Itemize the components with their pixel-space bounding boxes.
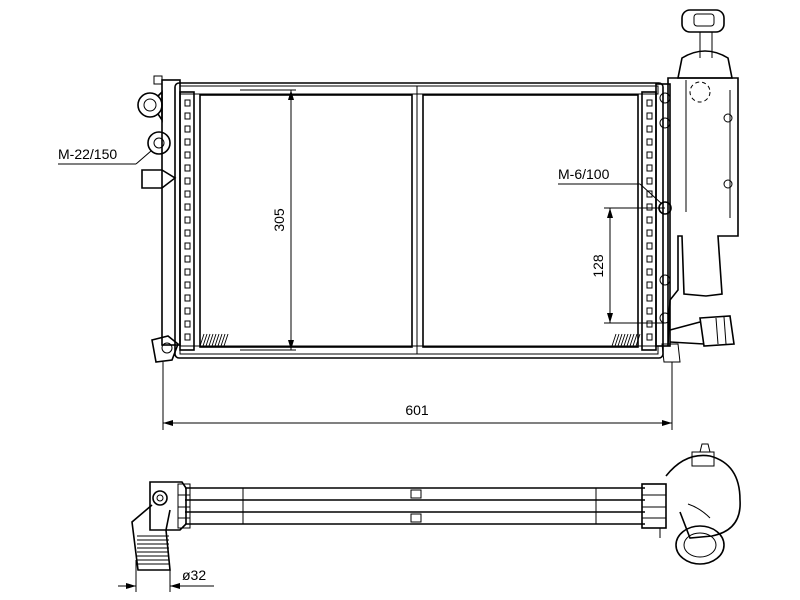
dimension-pipe-diameter: ø32 — [118, 560, 214, 592]
tank-slot — [184, 307, 191, 315]
tank-slot — [184, 294, 191, 302]
tank-slot — [646, 125, 653, 133]
hatch-line — [635, 333, 641, 347]
top-view-lower-outlet — [675, 525, 725, 565]
dimension-bracket-spacing: 128 — [590, 207, 665, 324]
threaded-plug-m22 — [147, 131, 171, 155]
lower-left-mount — [151, 335, 179, 363]
tank-slot — [184, 333, 191, 341]
right-tank-outer — [655, 83, 671, 347]
outlet-pipe-rings — [137, 535, 169, 565]
right-tank-slots — [646, 99, 653, 341]
filler-cap — [681, 9, 725, 33]
pipe-diameter-label: ø32 — [182, 567, 206, 583]
thread-right-label: M-6/100 — [558, 166, 610, 182]
tank-slot — [646, 320, 653, 328]
bracket-spacing-label: 128 — [590, 254, 606, 278]
tank-slot — [184, 125, 191, 133]
hatch-line — [208, 333, 214, 347]
expansion-tank — [667, 77, 739, 347]
right-header-tank — [641, 91, 657, 351]
tank-slot — [184, 177, 191, 185]
tank-slot — [646, 151, 653, 159]
tank-slot — [184, 216, 191, 224]
radiator-core-frame — [174, 82, 664, 359]
hatch-line — [626, 333, 632, 347]
bottom-hatching-left — [199, 333, 229, 347]
side-mounting-peg — [141, 169, 177, 189]
top-view-outlet-pipe — [131, 504, 171, 571]
bottom-hatching-right — [611, 333, 641, 347]
core-left-panel — [199, 94, 413, 348]
core-right-panel — [422, 94, 639, 348]
radiator-front-view: 305 128 601 M-22/150 — [58, 9, 739, 430]
tank-slot — [184, 151, 191, 159]
hatch-line — [199, 333, 205, 347]
tank-slot — [646, 177, 653, 185]
tank-slot — [646, 138, 653, 146]
left-tank-slots — [184, 99, 191, 341]
hatch-line — [214, 333, 220, 347]
tank-slot — [184, 268, 191, 276]
hatch-line — [211, 333, 217, 347]
tank-slot — [184, 281, 191, 289]
hatch-line — [620, 333, 626, 347]
top-view-left-tank — [149, 481, 187, 531]
hatch-line — [632, 333, 638, 347]
tank-slot — [184, 203, 191, 211]
width-label: 601 — [405, 402, 429, 418]
tank-slot — [184, 112, 191, 120]
tank-slot — [646, 242, 653, 250]
upper-hose-outlet — [137, 92, 163, 118]
lower-hose-outlet — [699, 315, 735, 347]
tank-slot — [184, 242, 191, 250]
hatch-line — [617, 333, 623, 347]
hatch-line — [205, 333, 211, 347]
tank-slot — [646, 281, 653, 289]
hatch-line — [220, 333, 226, 347]
hatch-line — [614, 333, 620, 347]
thread-left-label: M-22/150 — [58, 146, 117, 162]
callout-thread-right: M-6/100 — [558, 166, 663, 205]
tank-slot — [646, 99, 653, 107]
radiator-top-view — [131, 443, 741, 571]
tank-slot — [646, 294, 653, 302]
tank-slot — [646, 307, 653, 315]
top-view-expansion-tank — [665, 454, 741, 539]
dimension-width: 601 — [162, 376, 673, 430]
tank-slot — [646, 112, 653, 120]
hatch-line — [202, 333, 208, 347]
hatch-line — [611, 333, 617, 347]
tank-slot — [184, 138, 191, 146]
left-tank-outer — [161, 79, 181, 346]
hatch-line — [623, 333, 629, 347]
hatch-line — [223, 333, 229, 347]
tank-slot — [646, 203, 653, 211]
hatch-line — [629, 333, 635, 347]
tank-slot — [184, 164, 191, 172]
tank-slot — [646, 255, 653, 263]
left-header-tank — [179, 91, 195, 351]
tank-slot — [646, 190, 653, 198]
dimension-height: 305 — [240, 89, 296, 351]
tank-slot — [184, 255, 191, 263]
tank-slot — [184, 320, 191, 328]
tank-slot — [646, 268, 653, 276]
tank-slot — [646, 333, 653, 341]
tank-slot — [646, 164, 653, 172]
top-view-right-tank — [641, 483, 667, 529]
tank-slot — [184, 99, 191, 107]
tank-slot — [646, 216, 653, 224]
height-label: 305 — [271, 208, 287, 232]
callout-thread-left: M-22/150 — [58, 146, 152, 165]
tank-slot — [184, 229, 191, 237]
tank-slot — [646, 229, 653, 237]
hatch-line — [217, 333, 223, 347]
tank-slot — [184, 190, 191, 198]
